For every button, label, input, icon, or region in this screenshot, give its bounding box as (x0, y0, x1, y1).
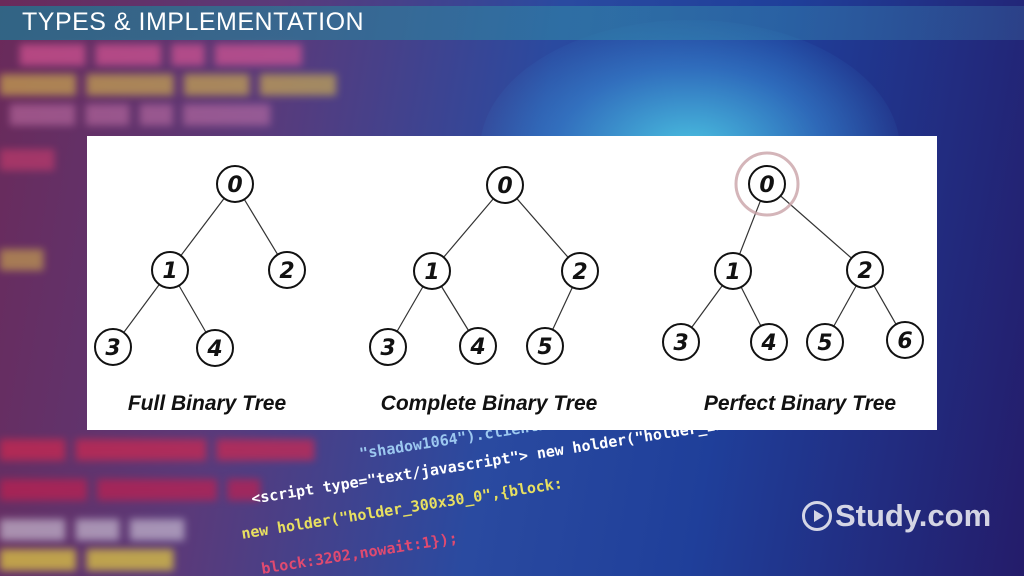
tree-node (750, 323, 788, 361)
code-line-4: block:3202,nowait:1}); (260, 528, 460, 576)
logo-text: Study.com (835, 498, 992, 533)
node-label: 5 (537, 335, 552, 360)
node-label: 3 (105, 336, 120, 361)
node-label: 2 (279, 259, 294, 284)
tree-node (94, 328, 132, 366)
tree-edge (504, 184, 581, 272)
tree-caption: Complete Binary Tree (381, 392, 598, 415)
tree-node (526, 327, 564, 365)
node-label: 1 (424, 260, 439, 285)
node-label: 1 (725, 260, 740, 285)
tree-node (561, 252, 599, 290)
tree-node (486, 166, 524, 204)
node-label: 3 (673, 331, 688, 356)
node-label: 0 (759, 173, 774, 198)
play-icon (802, 501, 832, 531)
tree-node (846, 251, 884, 289)
title-bar (0, 6, 1024, 40)
tree-caption: Perfect Binary Tree (704, 392, 897, 415)
tree-node (714, 252, 752, 290)
tree-edge (766, 183, 866, 271)
slide-title: TYPES & IMPLEMENTATION (22, 8, 365, 36)
node-label: 4 (760, 331, 776, 356)
node-label: 4 (206, 337, 222, 362)
highlight-circle (734, 151, 800, 217)
node-label: 2 (572, 260, 587, 285)
tree-node (459, 327, 497, 365)
node-label: 4 (469, 335, 485, 360)
tree-node (151, 251, 189, 289)
tree-node (369, 328, 407, 366)
tree-node (886, 321, 924, 359)
node-label: 3 (380, 336, 395, 361)
tree-node (413, 252, 451, 290)
node-label: 2 (857, 259, 872, 284)
node-label: 1 (162, 259, 177, 284)
tree-node (268, 251, 306, 289)
tree-node (196, 329, 234, 367)
tree-node (806, 323, 844, 361)
node-label: 0 (497, 174, 512, 199)
tree-node (216, 165, 254, 203)
tree-node (662, 323, 700, 361)
tree-node (748, 165, 786, 203)
node-label: 0 (227, 173, 242, 198)
tree-caption: Full Binary Tree (128, 392, 287, 415)
study-logo: Study.com (802, 498, 991, 534)
node-label: 6 (897, 329, 912, 354)
node-label: 5 (817, 331, 832, 356)
